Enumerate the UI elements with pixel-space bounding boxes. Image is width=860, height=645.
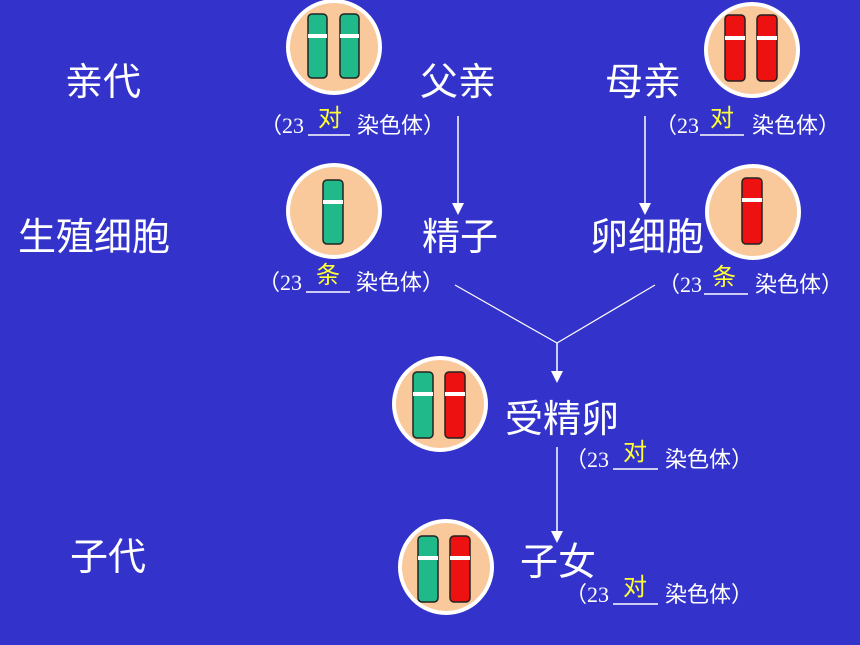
label-germ-cell: 生殖细胞 — [18, 215, 170, 259]
father-chromosome-1 — [307, 13, 328, 79]
sperm-chromosome-count: （23 条 染色体） — [258, 261, 444, 295]
mother-chromosome-1 — [724, 14, 746, 82]
egg-chromosome — [741, 177, 763, 245]
label-father: 父亲 — [420, 60, 496, 104]
egg-cell — [705, 164, 801, 260]
child-cell — [398, 519, 494, 615]
label-mother: 母亲 — [605, 60, 681, 104]
svg-text:（23: （23 — [655, 113, 699, 138]
child-chromosome-count: （23 对 染色体） — [565, 573, 753, 607]
sperm-answer: 条 — [316, 261, 340, 289]
label-sperm: 精子 — [422, 215, 498, 259]
svg-text:染色体）: 染色体） — [356, 270, 444, 295]
zygote-cell — [392, 356, 488, 452]
svg-text:（23: （23 — [565, 447, 609, 472]
zygote-chromosome-count: （23 对 染色体） — [565, 438, 753, 472]
svg-text:染色体）: 染色体） — [752, 113, 840, 138]
father-answer: 对 — [318, 104, 342, 132]
svg-text:（23: （23 — [258, 270, 302, 295]
svg-text:染色体）: 染色体） — [357, 113, 445, 138]
svg-text:染色体）: 染色体） — [665, 582, 753, 607]
father-cell — [286, 0, 382, 95]
label-egg: 卵细胞 — [590, 215, 704, 259]
svg-text:（23: （23 — [658, 272, 702, 297]
line-egg-to-fertilization — [556, 284, 656, 344]
line-sperm-to-fertilization — [454, 284, 558, 344]
zygote-answer: 对 — [623, 438, 647, 466]
child-answer: 对 — [623, 573, 647, 601]
label-parent-generation: 亲代 — [65, 60, 141, 104]
mother-answer: 对 — [710, 104, 734, 132]
child-chromosome-maternal — [449, 535, 471, 603]
zygote-chromosome-maternal — [444, 371, 466, 439]
father-chromosome-count: （23 对 染色体） — [260, 104, 445, 138]
mother-cell — [704, 2, 800, 98]
svg-text:染色体）: 染色体） — [665, 447, 753, 472]
egg-answer: 条 — [712, 263, 736, 291]
mother-chromosome-count: （23 对 染色体） — [655, 104, 840, 138]
child-chromosome-paternal — [417, 535, 439, 603]
father-chromosome-2 — [339, 13, 360, 79]
svg-text:（23: （23 — [260, 113, 304, 138]
svg-text:（23: （23 — [565, 582, 609, 607]
sperm-cell — [286, 163, 382, 259]
mother-chromosome-2 — [756, 14, 778, 82]
zygote-chromosome-paternal — [412, 371, 434, 439]
label-zygote: 受精卵 — [505, 397, 619, 441]
sperm-chromosome — [322, 179, 344, 245]
label-offspring-generation: 子代 — [70, 535, 146, 579]
egg-chromosome-count: （23 条 染色体） — [658, 263, 843, 297]
svg-text:染色体）: 染色体） — [755, 272, 843, 297]
label-child: 子女 — [520, 540, 596, 584]
